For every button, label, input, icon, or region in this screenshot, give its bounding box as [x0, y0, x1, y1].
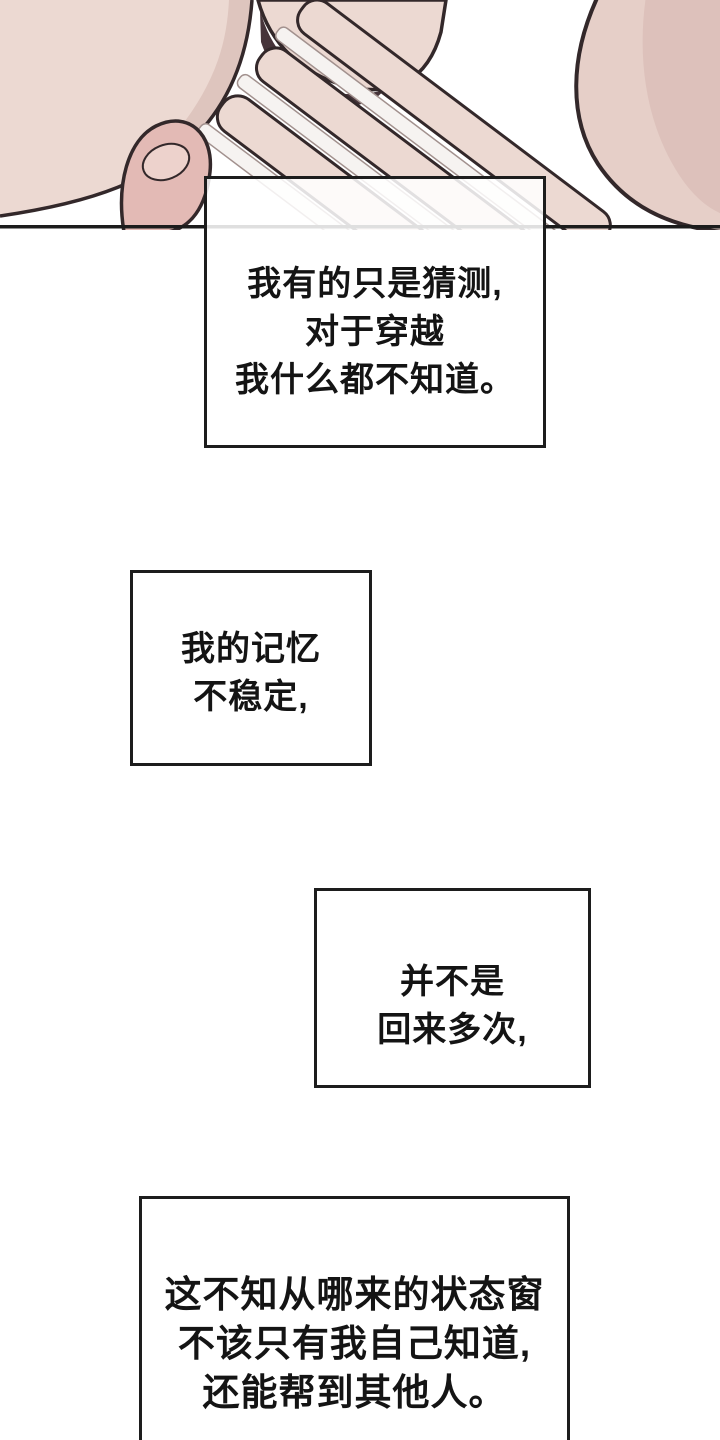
narration-line: 我的记忆	[181, 630, 321, 668]
narration-line: 回来多次,	[377, 1011, 528, 1049]
narration-line: 我什么都不知道。	[235, 361, 515, 399]
left-fingertip-nail	[141, 142, 191, 182]
narration-box-4: 这不知从哪来的状态窗 不该只有我自己知道, 还能帮到其他人。	[139, 1196, 570, 1440]
narration-box-2: 我的记忆 不稳定,	[130, 570, 372, 766]
narration-line: 还能帮到其他人。	[202, 1371, 507, 1413]
narration-line: 并不是	[400, 963, 505, 1001]
narration-box-1: 我有的只是猜测, 对于穿越 我什么都不知道。	[204, 176, 546, 448]
neck-shoulder	[0, 0, 252, 216]
narration-line: 不该只有我自己知道,	[177, 1322, 532, 1364]
narration-line: 对于穿越	[305, 313, 445, 351]
narration-line: 不稳定,	[193, 678, 309, 716]
narration-line: 我有的只是猜测,	[247, 265, 503, 303]
thumb-outline	[574, 0, 720, 230]
narration-box-3: 并不是 回来多次,	[314, 888, 591, 1088]
thumb-shading	[642, 0, 720, 214]
narration-line: 这不知从哪来的状态窗	[164, 1273, 545, 1315]
